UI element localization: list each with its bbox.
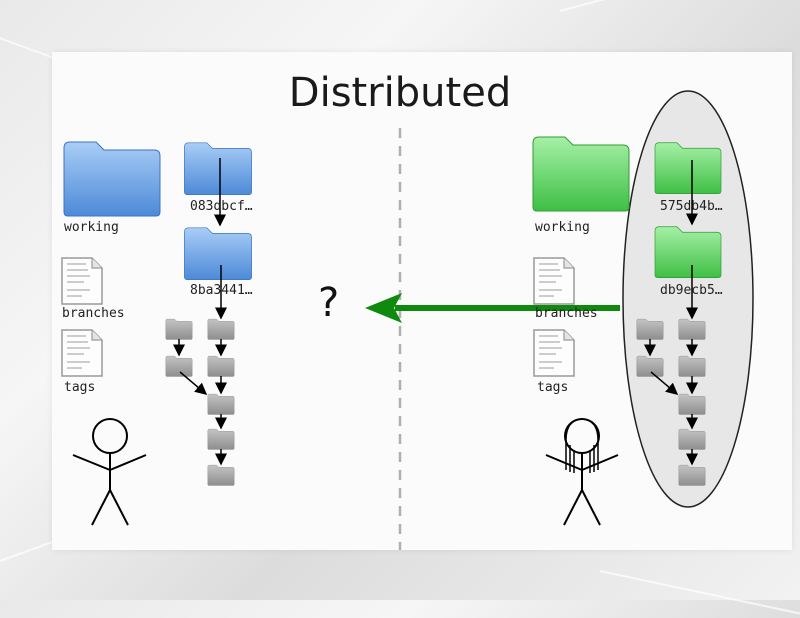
right-commit-label: 575db4b… (660, 199, 723, 214)
left-working-label: working (64, 220, 119, 235)
left-branches-label: branches (62, 306, 125, 321)
left-stick-figure-icon (72, 418, 147, 526)
right-commit-folder-icon (654, 142, 722, 194)
right-tags-document-icon (533, 329, 575, 377)
left-tags-document-icon (61, 329, 103, 377)
left-tags-label: tags (64, 380, 96, 395)
right-commit-label: db9ecb5… (660, 283, 723, 298)
right-commit-folder-icon (654, 226, 722, 278)
left-branches-document-icon (61, 257, 103, 305)
question-mark: ? (318, 280, 340, 326)
left-commit-label: 083dbcf… (190, 199, 253, 214)
left-commit-folder-icon (184, 142, 252, 195)
diagram-canvas (61, 90, 754, 550)
left-working-folder-icon (63, 141, 161, 217)
right-tags-label: tags (537, 380, 569, 395)
repository-ellipse (622, 90, 754, 508)
right-branches-document-icon (533, 257, 575, 305)
left-commit-folder-icon (184, 227, 252, 280)
right-working-label: working (535, 220, 590, 235)
right-stick-figure-icon (545, 418, 619, 526)
left-object-tree (165, 265, 235, 486)
right-object-tree (636, 265, 706, 486)
slide-title: Distributed (288, 70, 512, 116)
transfer-arrow-icon (365, 293, 620, 323)
left-commit-label: 8ba3441… (190, 283, 253, 298)
right-working-folder-icon (532, 136, 630, 212)
right-branches-label: branches (535, 306, 598, 321)
